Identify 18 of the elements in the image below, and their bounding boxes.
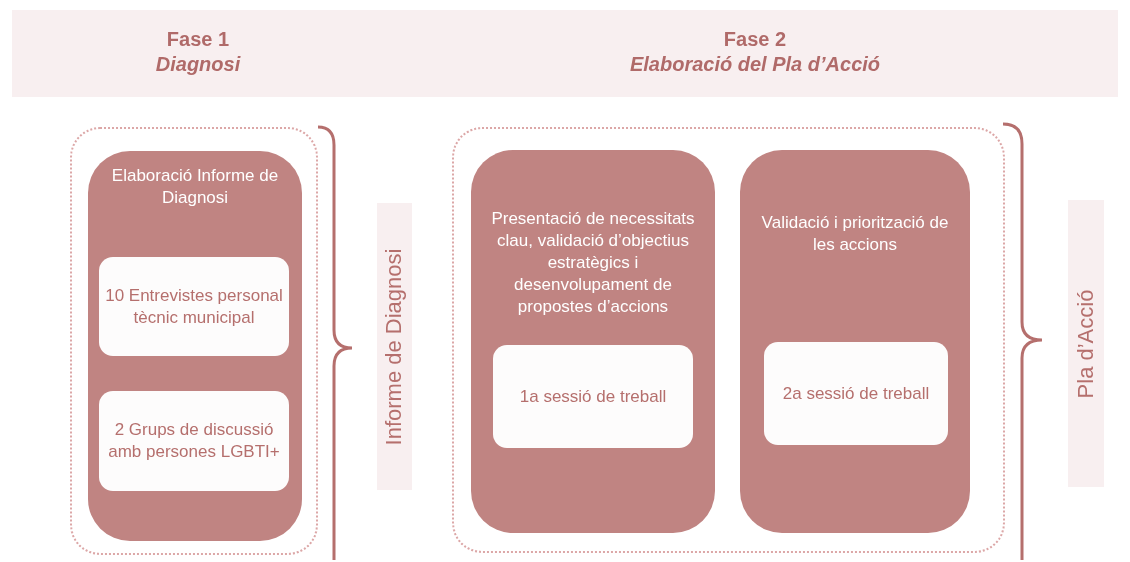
phase-frame <box>452 127 1005 553</box>
process-box <box>471 150 715 533</box>
phase-heading: Fase 2 <box>722 28 788 51</box>
phase-frame <box>70 127 318 555</box>
activity-card: 10 Entrevistes personal tècnic municipal <box>99 257 289 356</box>
process-box <box>88 151 302 541</box>
phase-subtitle: Elaboració del Pla d’Acció <box>628 53 882 76</box>
phase-heading: Fase 1 <box>165 28 231 51</box>
process-box <box>740 150 970 533</box>
box-heading: Elaboració Informe de Diagnosi <box>110 165 280 209</box>
activity-card: 1a sessió de treball <box>493 345 693 448</box>
activity-card: 2 Grups de discussió amb persones LGBTI+ <box>99 391 289 491</box>
box-heading: Presentació de necessitats clau, validació d’objectius estratègics i desenvolupament de propostes d’accions <box>490 208 696 318</box>
activity-card: 2a sessió de treball <box>764 342 948 445</box>
phase-subtitle: Diagnosi <box>154 53 242 76</box>
vertical-label: Informe de Diagnosi <box>381 248 408 445</box>
box-heading: Validació i priorització de les accions <box>760 212 950 256</box>
vertical-label: Pla d’Acció <box>1073 289 1099 398</box>
